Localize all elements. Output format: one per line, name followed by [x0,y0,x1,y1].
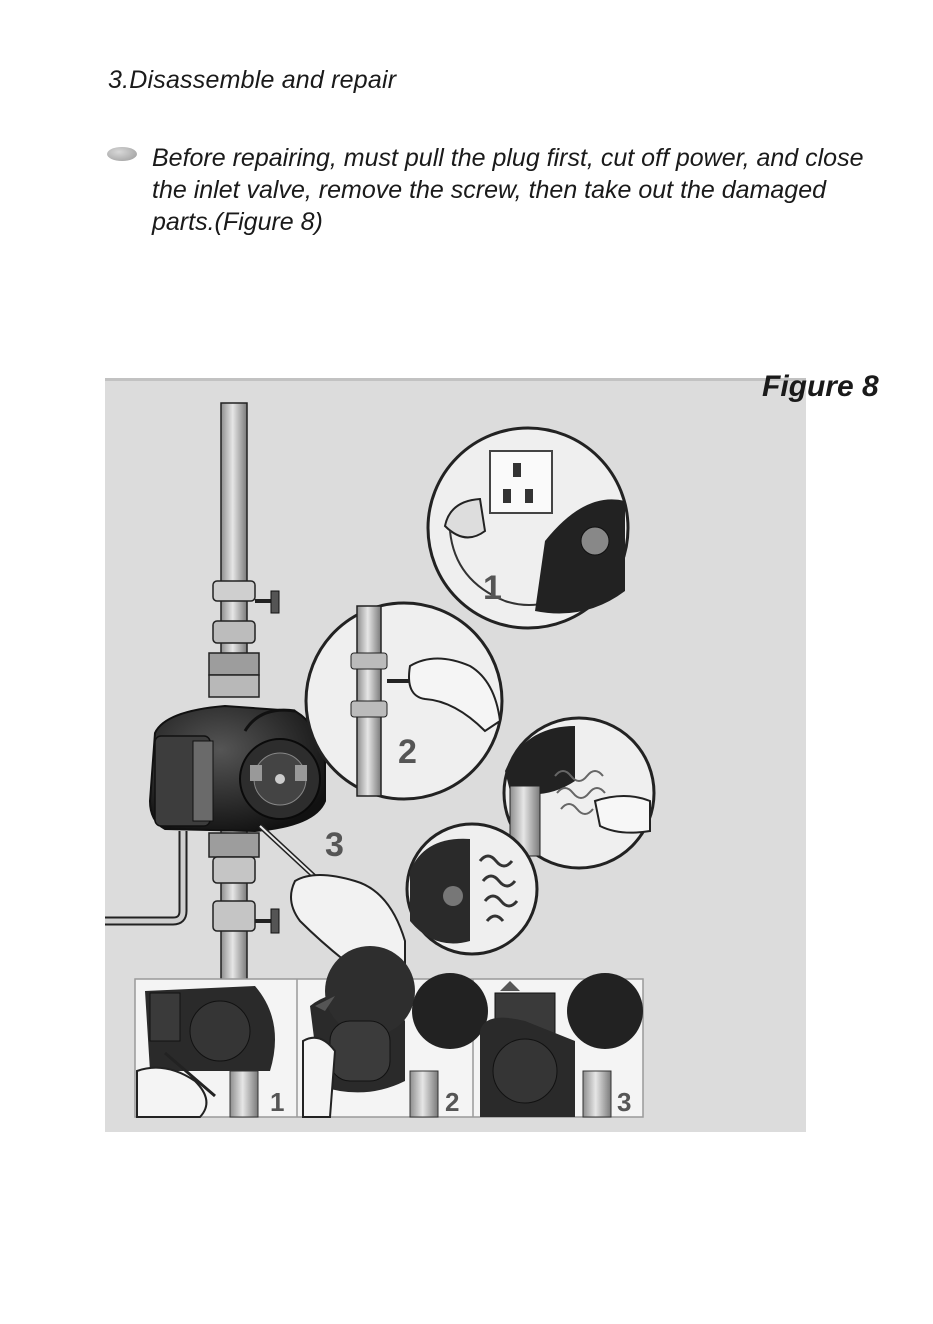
heat-check-circle [407,824,537,954]
section-title: 3.Disassemble and repair [108,66,396,95]
figure-label: Figure 8 [762,370,879,404]
bottom-sequence: 1 2 3 [135,946,643,1117]
vertical-pipe [105,403,279,1001]
bullet-dot [107,147,137,161]
bottom-step-2: 2 [445,1087,459,1117]
repair-illustration: 3 1 2 [105,381,806,1132]
step-number-2: 2 [398,733,417,771]
step-number-1: 1 [483,569,502,607]
step-number-3: 3 [325,826,344,864]
sequence-panel-1 [137,986,275,1117]
circulation-pump [150,706,325,831]
step-1-unplug-circle [428,428,628,628]
bottom-step-3: 3 [617,1087,631,1117]
leak-check-circle [504,718,654,868]
bottom-step-1: 1 [270,1087,284,1117]
instruction-text: Before repairing, must pull the plug fir… [152,142,872,238]
figure-8-illustration: 3 1 2 [105,378,806,1132]
